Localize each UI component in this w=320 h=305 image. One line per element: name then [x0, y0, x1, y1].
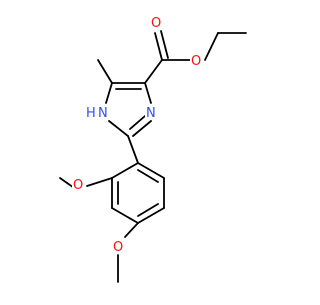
label-bg — [84, 104, 112, 120]
atom-o-methoxy-1: O — [73, 178, 83, 193]
atom-n-ring: N — [146, 106, 156, 121]
label-bg — [145, 104, 159, 120]
atom-labels: O O H N N O O — [72, 14, 204, 255]
bond-c3-omethoxy1 — [86, 177, 113, 187]
bond-ph-d — [137, 207, 165, 224]
bond-c4-cester — [144, 59, 163, 84]
atom-o-ester: O — [191, 54, 201, 69]
atom-o-carbonyl: O — [151, 16, 161, 31]
bond-ph-c — [111, 207, 139, 224]
bond-carbonyl-1 — [154, 32, 163, 61]
bond-n1-c2 — [108, 120, 129, 137]
atom-h-on-n: H — [86, 106, 96, 121]
bond-c4-omethoxy2 — [124, 222, 139, 238]
bond-ph-d-inner — [137, 203, 159, 217]
molecule-structure: O O H N N O O — [59, 14, 247, 283]
label-bg — [72, 176, 86, 192]
bond-c4-n3 — [144, 82, 152, 104]
bond-ph-f-inner — [137, 169, 159, 183]
bond-n3-c2 — [132, 120, 152, 137]
bond-c5-methyl — [97, 59, 113, 84]
label-bg — [190, 52, 204, 68]
bond-ph-f — [137, 162, 165, 179]
bond-oester-ch2 — [204, 32, 219, 61]
molecule-canvas: O O H N N O O — [59, 14, 247, 283]
label-bg — [112, 238, 126, 254]
label-bg — [150, 14, 164, 30]
bond-n3-c2-inner — [129, 115, 146, 130]
bond-ph-a — [111, 162, 139, 179]
bond-carbonyl-2 — [160, 30, 169, 59]
bond-c5-n1 — [105, 82, 113, 104]
atom-nh: N — [98, 106, 108, 121]
bond-c2-phenyl — [127, 135, 139, 164]
atom-o-methoxy-2: O — [113, 240, 123, 255]
bonds — [59, 30, 247, 283]
